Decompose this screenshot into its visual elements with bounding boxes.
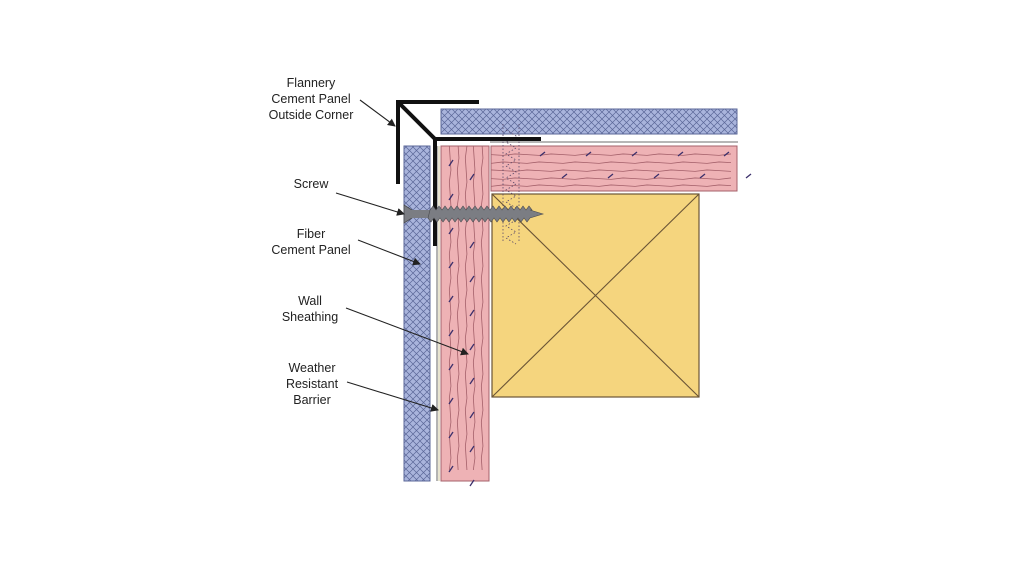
screw [403,204,545,224]
label-line: Cement Panel [271,243,351,257]
label-line: Weather [288,361,336,375]
label-outside-corner: Flannery Cement Panel Outside Corner [263,75,359,123]
fiber-cement-panel-horizontal [440,108,738,135]
leader-lines [335,99,469,412]
leader-wall-sheathing [345,307,469,356]
fiber-cement-panel-vertical [403,145,431,482]
label-line: Flannery [286,76,336,90]
label-line: Barrier [293,393,331,407]
label-weather-resistant-barrier: Weather Resistant Barrier [270,360,354,408]
label-line: Screw [293,177,329,191]
label-line: Fiber [296,227,326,241]
label-fiber-cement-panel: Fiber Cement Panel [265,226,357,258]
label-line: Wall [298,294,322,308]
label-line: Resistant [285,377,339,391]
leader-weather-barrier [346,381,439,412]
label-wall-sheathing: Wall Sheathing [270,293,350,325]
label-line: Cement Panel [271,92,351,106]
framing-stud [491,193,700,398]
label-line: Sheathing [281,310,339,324]
label-line: Outside Corner [268,108,354,122]
leader-fiber-cement-panel [357,239,421,266]
leader-outside-corner [359,99,396,127]
wall-sheathing-horizontal [490,145,752,192]
wall-sheathing-vertical [440,145,490,487]
label-screw: Screw [285,176,337,192]
leader-screw [335,192,405,216]
